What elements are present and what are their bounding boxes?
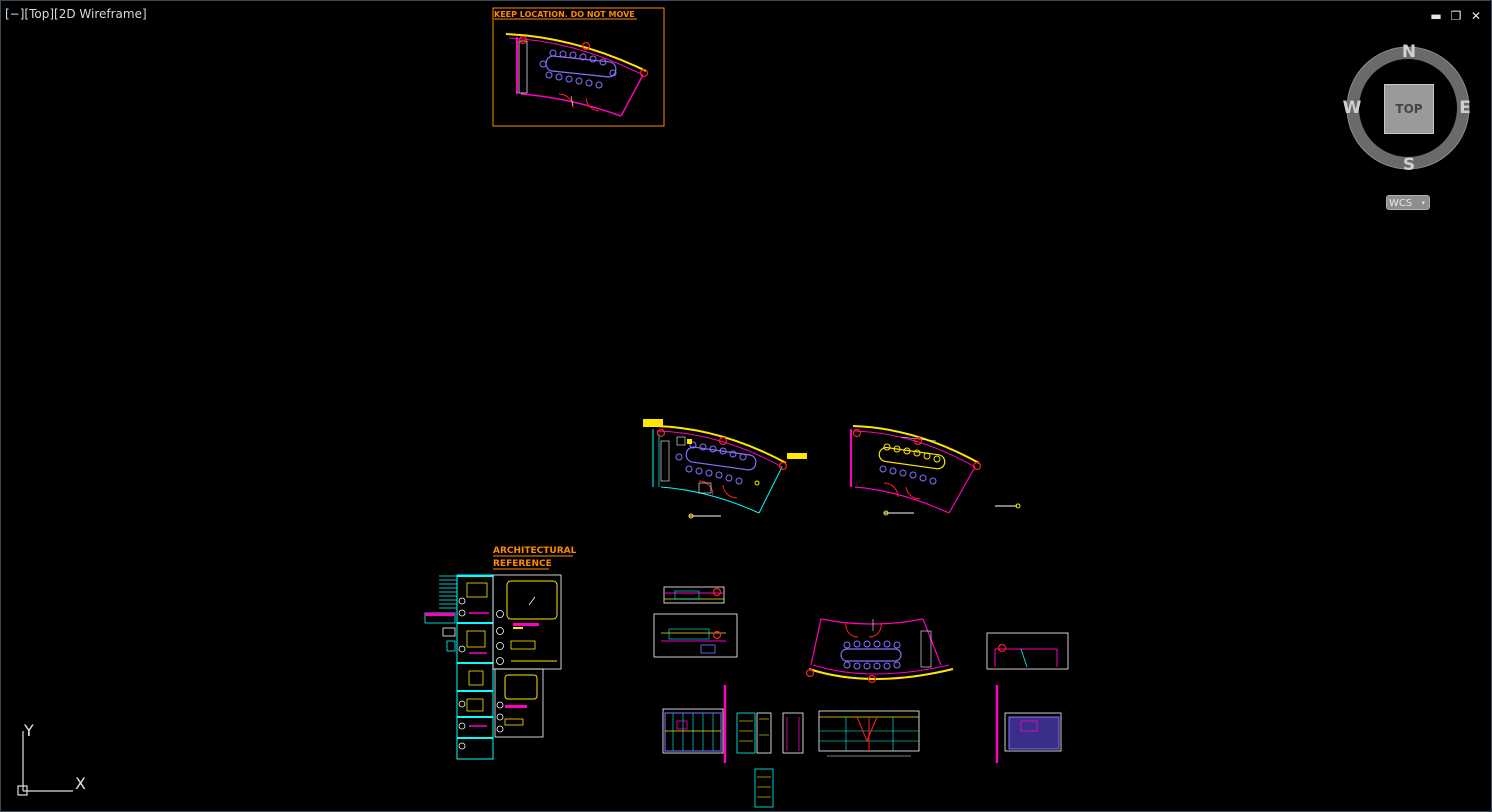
- floor-plan-furniture: [643, 419, 807, 519]
- viewcube[interactable]: TOP N S E W WCS ▾: [1336, 39, 1481, 219]
- wcs-menu-button[interactable]: WCS ▾: [1386, 195, 1430, 210]
- compass-north[interactable]: N: [1401, 42, 1417, 62]
- compass-east[interactable]: E: [1459, 98, 1471, 118]
- ceiling-plan: [850, 425, 1021, 516]
- reference-title-line2: REFERENCE: [493, 559, 552, 569]
- architectural-reference-sheets: ARCHITECTURAL REFERENCE: [424, 546, 577, 760]
- keyplan-title: KEEP LOCATION. DO NOT MOVE: [494, 10, 635, 19]
- chevron-down-icon: ▾: [1421, 199, 1425, 207]
- restore-viewport-icon[interactable]: ❐: [1450, 9, 1462, 23]
- keyplan-block: KEEP LOCATION. DO NOT MOVE: [492, 7, 665, 127]
- viewport-controls-label[interactable]: [−][Top][2D Wireframe]: [5, 7, 147, 21]
- compass-west[interactable]: W: [1342, 98, 1362, 118]
- close-viewport-icon[interactable]: ✕: [1470, 9, 1482, 23]
- section-details: [653, 586, 1069, 684]
- minimize-viewport-icon[interactable]: ▬: [1430, 9, 1442, 23]
- wcs-label: WCS: [1389, 198, 1413, 209]
- compass-ring[interactable]: [1336, 39, 1481, 189]
- viewcube-top-face[interactable]: TOP: [1384, 84, 1434, 134]
- ucs-x-label: X: [75, 774, 86, 793]
- reference-title-line1: ARCHITECTURAL: [493, 546, 577, 556]
- ucs-icon: Y X: [11, 721, 111, 801]
- ucs-y-label: Y: [24, 721, 34, 740]
- ucs-axes-icon: [17, 731, 73, 796]
- compass-south[interactable]: S: [1402, 155, 1416, 175]
- elevation-drawings: [662, 685, 1062, 808]
